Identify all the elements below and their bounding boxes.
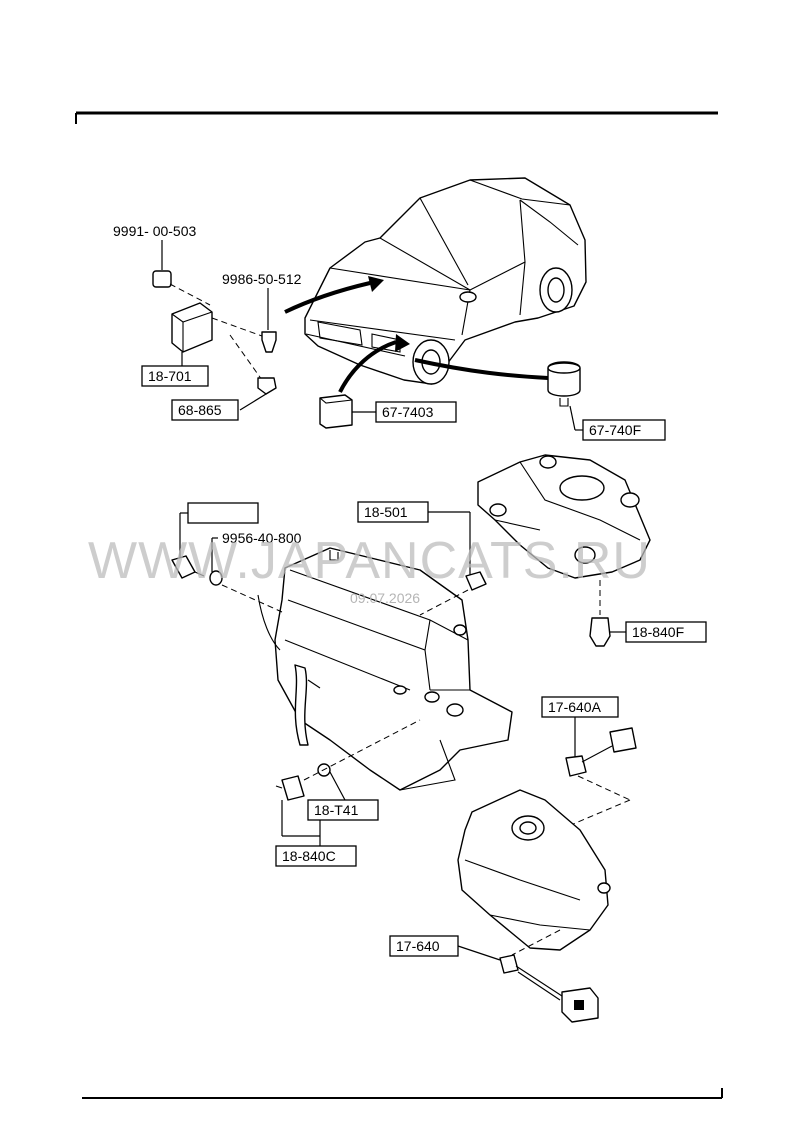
box-18-840F	[625, 621, 707, 643]
dash-module-down	[229, 334, 263, 381]
box-67-7403	[375, 401, 457, 423]
label-9986-50-512: 9986-50-512	[222, 271, 302, 287]
speed-sensor-upper-part	[565, 755, 587, 777]
arrow-to-hood	[284, 281, 371, 314]
arrow-head-fender	[395, 334, 410, 352]
watermark: WWW.JAPANCATS.RU	[88, 532, 651, 590]
sensor-18-840C-part	[281, 775, 305, 801]
label-17-640A: 17-640A	[548, 699, 602, 715]
leader-18-T41	[329, 771, 346, 801]
car-illustration	[304, 177, 587, 385]
speed-sensor-lower-part	[499, 954, 519, 974]
box-18-840C	[275, 845, 357, 867]
transmission-illustration	[457, 789, 611, 951]
arrow-head-hood	[368, 276, 384, 292]
label-68-865: 68-865	[178, 402, 222, 418]
arrow-to-fender	[338, 340, 397, 393]
label-18-501: 18-501	[364, 504, 408, 520]
label-18-840C: 18-840C	[282, 848, 336, 864]
box-17-640A	[541, 696, 619, 718]
arrow-to-valve	[414, 358, 549, 380]
control-module-part	[171, 302, 213, 353]
leader-17-640	[457, 945, 501, 961]
intake-manifold-illustration	[477, 454, 651, 579]
dash-18-501-to-engine	[419, 589, 469, 616]
sensor-18-840F-part	[589, 617, 611, 647]
label-18-701: 18-701	[148, 368, 192, 384]
clip-part	[152, 270, 172, 288]
engine-block-illustration	[257, 547, 513, 791]
sensor-18-501-part	[465, 571, 487, 591]
bolt-part	[257, 377, 277, 395]
relay-part	[319, 394, 353, 429]
label-9956-40-800: 9956-40-800	[222, 530, 302, 546]
dash-clip-to-module	[169, 283, 211, 306]
box-18-T41	[307, 799, 379, 821]
screw-part	[261, 331, 277, 353]
label-18-T41: 18-T41	[314, 802, 359, 818]
watermark-date: 09.07.2026	[350, 590, 420, 606]
leader-68-865	[239, 393, 267, 411]
label-67-740F: 67-740F	[589, 422, 641, 438]
dash-840C-to-engine	[303, 719, 421, 781]
label-17-640: 17-640	[396, 938, 440, 954]
leader-67-740F	[569, 405, 576, 431]
dash-module-to-screw	[211, 317, 263, 337]
box-68-865	[171, 399, 239, 421]
box-18-510	[187, 502, 259, 524]
box-18-701	[141, 365, 209, 387]
label-67-7403: 67-7403	[382, 404, 434, 420]
dash-trans-to-sensor	[511, 929, 561, 956]
label-9991-00-503: 9991- 00-503	[113, 223, 197, 239]
dash-sensor-to-trans	[577, 775, 631, 801]
label-18-840F: 18-840F	[632, 624, 684, 640]
dash-sensor-to-engine	[221, 584, 283, 613]
o-ring-part	[209, 570, 223, 586]
